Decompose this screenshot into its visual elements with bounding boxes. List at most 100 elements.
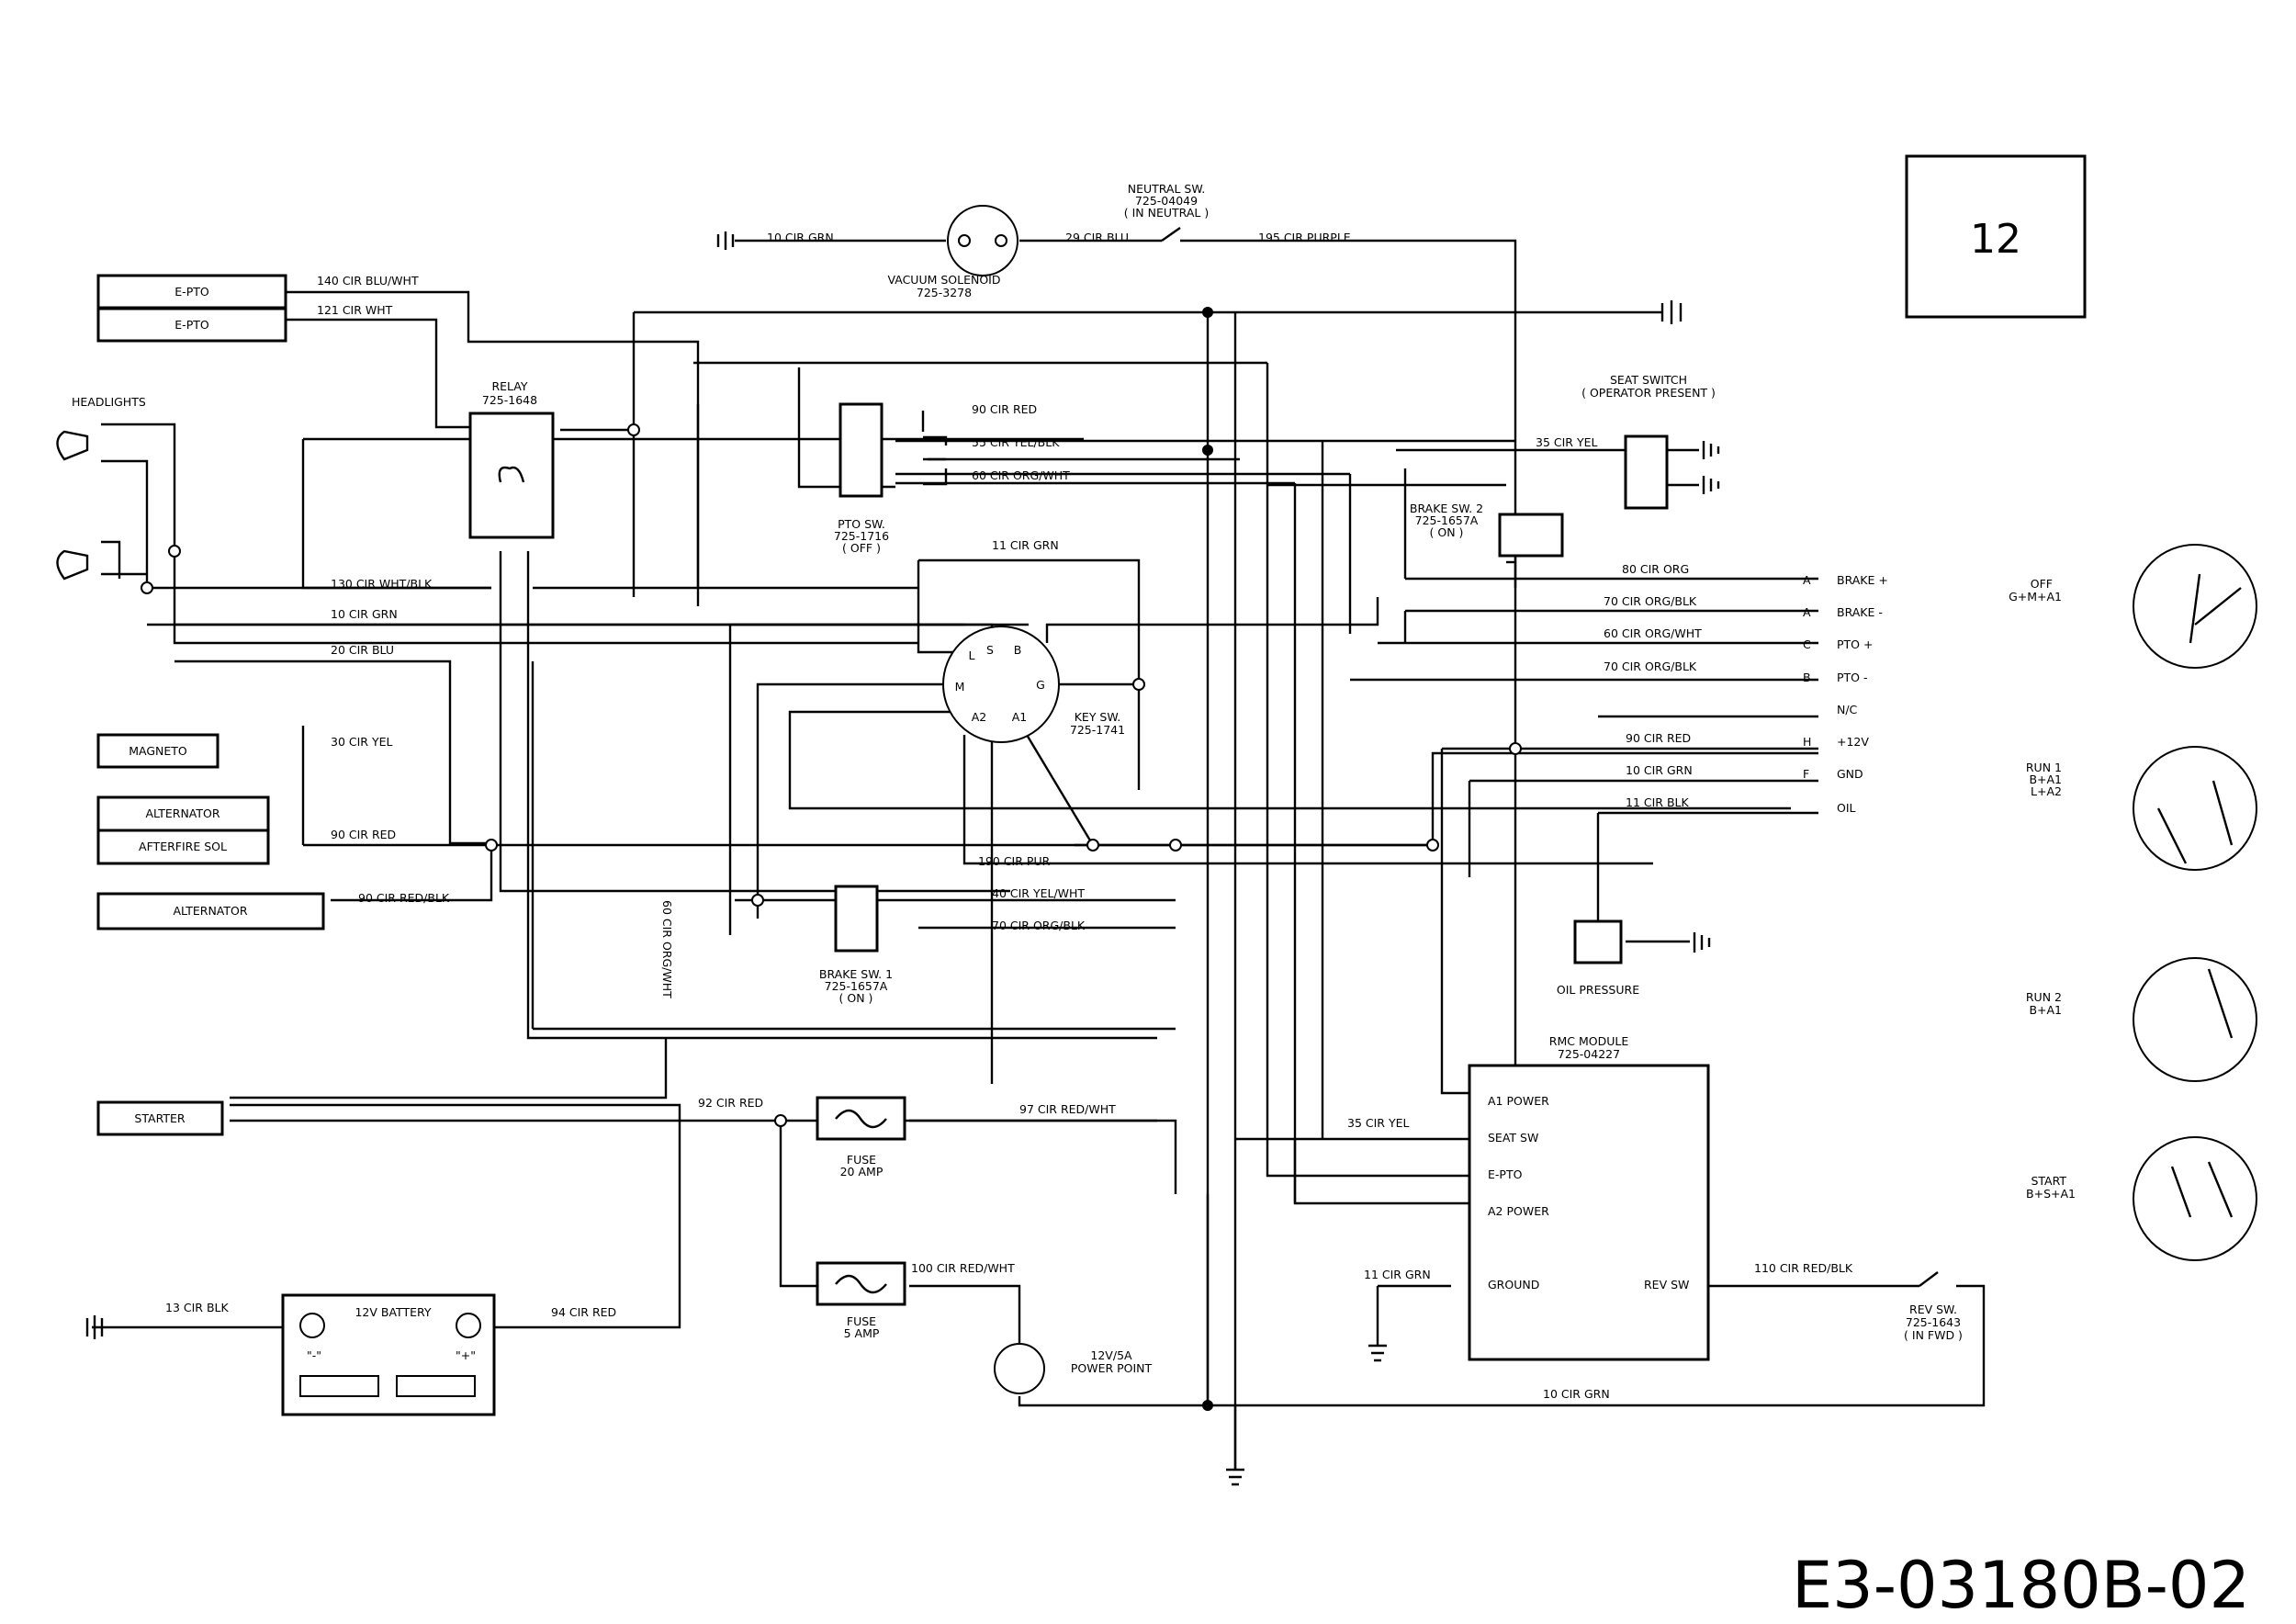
connector-row: 70 CIR ORG/BLK B PTO - [1604,660,1868,684]
pto-switch-label: PTO SW. [838,517,885,531]
key-position-off: OFF G+M+A1 [2009,544,2257,669]
key-position-circuit: B+A1 [2029,773,2062,786]
headlight-lower-icon [56,549,89,581]
key-position-circuit-2: L+A2 [2031,784,2062,798]
pto-switch-state: ( OFF ) [842,541,881,555]
afterfire-sol-label: AFTERFIRE SOL [139,840,227,853]
magneto-label: MAGNETO [129,744,187,758]
connector-name: OIL [1837,801,1856,815]
wires [85,227,1986,1486]
wire-label: 20 CIR BLU [331,643,394,657]
connector-wire: 10 CIR GRN [1626,763,1693,777]
wire-label: 55 CIR YEL/BLK [972,435,1060,449]
neutral-switch-label: NEUTRAL SW. [1128,182,1206,196]
connector-pin: A [1803,573,1811,587]
page-number: 12 [1970,216,2021,263]
fuse-5a-label: FUSE [847,1314,876,1328]
neutral-switch-part-number: 725-04049 [1135,194,1198,208]
wire-label: 190 CIR PUR [978,854,1051,868]
harness-connector: 80 CIR ORG A BRAKE + 70 CIR ORG/BLK A BR… [1604,562,1888,815]
brake-switch-1-part-number: 725-1657A [825,979,888,993]
key-switch-label: KEY SW. [1075,710,1121,724]
connector-wire: 60 CIR ORG/WHT [1604,626,1702,640]
wire-label: 140 CIR BLU/WHT [317,274,419,288]
junctions [141,307,1522,1411]
connector-name: BRAKE + [1837,573,1888,587]
key-position-circuit: B+A1 [2029,1003,2062,1017]
seat-switch: SEAT SWITCH ( OPERATOR PRESENT ) [1581,373,1716,510]
wire-label: 60 CIR ORG/WHT [972,468,1070,482]
wire-label: 10 CIR GRN [331,607,398,621]
vacuum-solenoid-label: VACUUM SOLENOID [887,273,1000,287]
pto-switch: PTO SW. 725-1716 ( OFF ) [834,402,889,555]
headlight-upper-icon [56,430,89,461]
vacuum-solenoid: VACUUM SOLENOID 725-3278 [887,205,1019,299]
page-number-box: 12 [1905,154,2087,319]
afterfire-sol-box: AFTERFIRE SOL [96,829,270,865]
wire-label: 60 CIR ORG/WHT [660,900,674,998]
reverse-switch-state: ( IN FWD ) [1904,1328,1963,1342]
connector-name: GND [1837,767,1863,781]
starter-box: STARTER [96,1100,224,1136]
connector-wire: 80 CIR ORG [1622,562,1689,576]
connector-wire: 11 CIR BLK [1626,795,1689,809]
wire-labels: 140 CIR BLU/WHT 121 CIR WHT 130 CIR WHT/… [165,231,1853,1401]
wire-label: 30 CIR YEL [331,735,392,749]
reverse-switch: REV SW. 725-1643 ( IN FWD ) [1904,1303,1963,1342]
connector-row: 70 CIR ORG/BLK A BRAKE - [1604,594,1883,619]
key-position-chart: OFF G+M+A1 RUN 1 B+A1 L+A2 RUN 2 B+A1 ST… [2009,544,2257,1261]
starter-label: STARTER [134,1111,185,1125]
brake-switch-1: BRAKE SW. 1 725-1657A ( ON ) [819,885,893,1005]
power-point: 12V/5A POWER POINT [994,1343,1153,1394]
connector-pin: A [1803,605,1811,619]
neutral-switch: NEUTRAL SW. 725-04049 ( IN NEUTRAL ) [1124,182,1209,220]
wire-label: 13 CIR BLK [165,1301,229,1314]
rmc-pin-seat-sw: SEAT SW [1488,1131,1538,1145]
alternator-label-1: ALTERNATOR [145,806,219,820]
reverse-switch-label: REV SW. [1909,1303,1957,1316]
key-position-start: START B+S+A1 [2026,1136,2257,1261]
wire-label: 195 CIR PURPLE [1258,231,1351,244]
key-position-run1: RUN 1 B+A1 L+A2 [2026,746,2257,871]
connector-pin: H [1803,735,1811,749]
connector-wire: 70 CIR ORG/BLK [1604,660,1697,673]
connector-name: PTO - [1837,671,1868,684]
fuse-5a-rating: 5 AMP [844,1326,880,1340]
key-position-circuit: B+S+A1 [2026,1187,2076,1201]
battery: 12V BATTERY "-" "+" [281,1293,496,1416]
connector-name: PTO + [1837,637,1873,651]
connector-pin: B [1803,671,1811,684]
wire-label: 94 CIR RED [551,1305,616,1319]
wire-label: 11 CIR GRN [992,538,1059,552]
key-switch: KEY SW. 725-1741 S L B M G A2 A1 [942,626,1125,743]
key-pin-s: S [986,643,994,657]
wire-label: 35 CIR YEL [1347,1116,1409,1130]
rmc-pin-ground: GROUND [1488,1278,1539,1291]
wire-label: 100 CIR RED/WHT [911,1261,1015,1275]
wire-label: 130 CIR WHT/BLK [331,577,433,591]
wire-label: 70 CIR ORG/BLK [992,919,1086,932]
brake-switch-2-part-number: 725-1657A [1415,513,1479,527]
wire-label: 90 CIR RED/BLK [358,891,450,905]
rmc-pin-rev-sw: REV SW [1644,1278,1689,1291]
connector-row: 80 CIR ORG A BRAKE + [1622,562,1888,587]
rmc-module-label: RMC MODULE [1549,1034,1629,1048]
oil-pressure-sensor: OIL PRESSURE [1557,919,1639,997]
connector-row: 90 CIR RED H +12V [1626,731,1869,749]
magneto-box: MAGNETO [96,733,219,769]
relay: RELAY 725-1648 [468,379,555,539]
connector-row: 11 CIR BLK OIL [1626,795,1856,815]
fuse-20a: FUSE 20 AMP [816,1096,906,1179]
connector-row: 60 CIR ORG/WHT C PTO + [1604,626,1873,651]
battery-label: 12V BATTERY [355,1305,431,1319]
wire-label: 11 CIR GRN [1364,1268,1431,1281]
fuse-20a-rating: 20 AMP [840,1165,884,1179]
relay-part-number: 725-1648 [482,393,537,407]
wire-label: 40 CIR YEL/WHT [992,886,1085,900]
rmc-module-part-number: 725-04227 [1558,1047,1620,1061]
rmc-module: RMC MODULE 725-04227 A1 POWER SEAT SW E-… [1468,1034,1710,1361]
wire-label: 92 CIR RED [698,1096,763,1110]
oil-pressure-label: OIL PRESSURE [1557,983,1639,997]
seat-switch-state: ( OPERATOR PRESENT ) [1581,386,1716,400]
alternator-box-1: ALTERNATOR [96,795,270,832]
